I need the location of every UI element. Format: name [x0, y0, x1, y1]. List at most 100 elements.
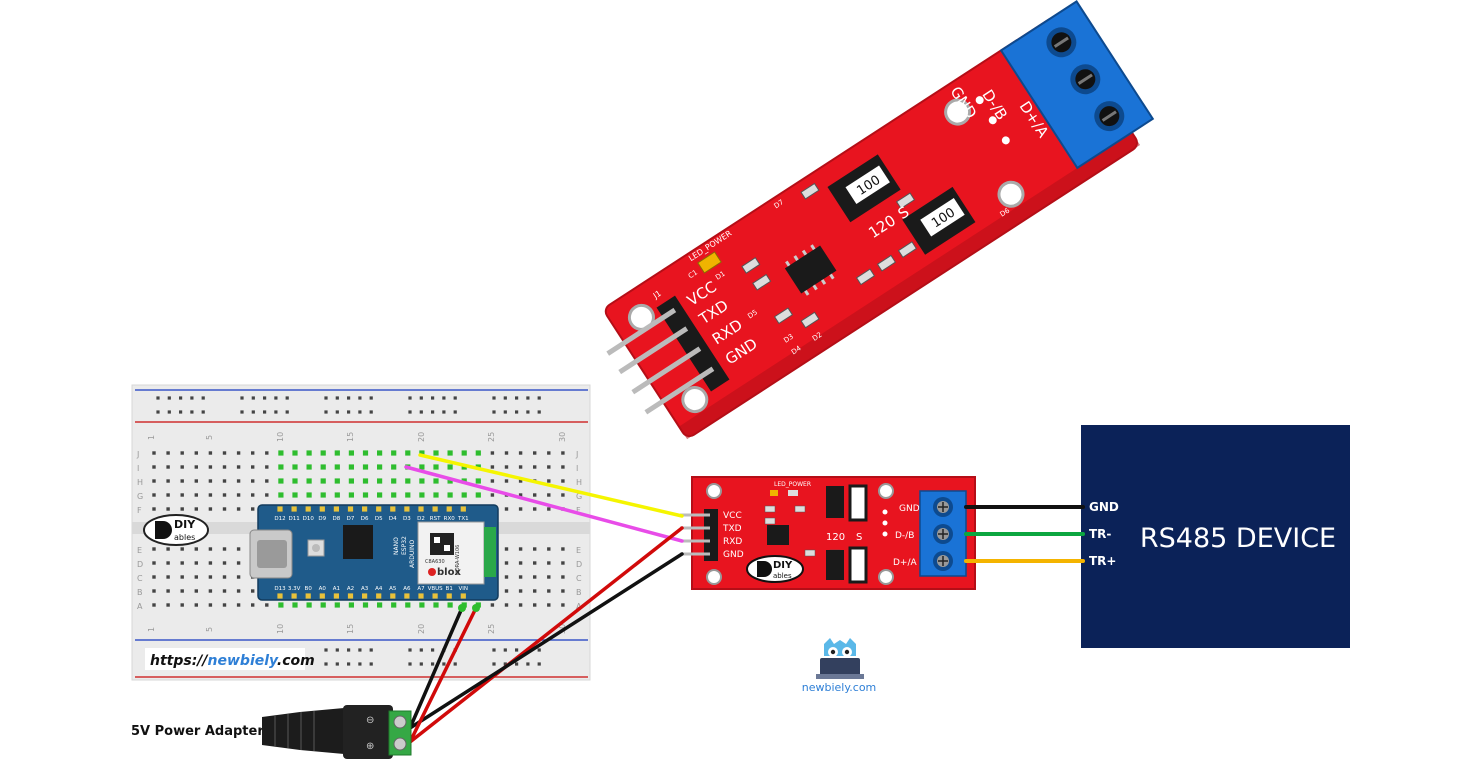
breadboard-hole	[180, 451, 184, 455]
breadboard-hole	[533, 561, 537, 565]
breadboard-hole	[180, 547, 184, 551]
highlight-hole	[348, 492, 354, 498]
row-letters: J I H G F E D C B A J I H G F E D C B A	[136, 450, 582, 611]
rail-hole	[324, 410, 328, 414]
breadboard-hole	[236, 575, 241, 579]
rail-hole	[515, 396, 519, 400]
highlight-hole	[377, 478, 383, 484]
highlight-hole	[348, 450, 354, 456]
url-suffix: .com	[277, 653, 315, 669]
highlight-hole	[377, 602, 383, 608]
row-letter-i: I	[137, 464, 139, 473]
nano-top-pin-label: D11	[288, 516, 299, 522]
rail-hole	[408, 648, 412, 652]
owl-icon	[816, 638, 864, 679]
breadboard-hole	[518, 479, 523, 483]
nano-top-pin-label: D7	[347, 516, 355, 522]
breadboard-hole	[166, 507, 170, 511]
row-letter-d: D	[137, 560, 143, 569]
nano-pin-top	[347, 506, 354, 512]
nano-pin-top	[277, 506, 283, 512]
rs485-module-closeup: VCC TXD RXD GND J1 LED_POWER C1 D1 D2 D3…	[604, 0, 1155, 440]
rail-hole	[167, 410, 171, 414]
device-pin-gnd: GND	[1089, 500, 1119, 514]
breadboard-hole	[208, 603, 213, 607]
breadboard-hole	[518, 547, 523, 551]
nano-bottom-pin-label: A1	[333, 586, 340, 592]
breadboard-hole	[518, 575, 523, 579]
breadboard-hole	[236, 493, 241, 497]
rail-hole	[419, 396, 423, 400]
transceiver-ic	[784, 245, 837, 294]
rail-hole	[201, 396, 205, 400]
rail-hole	[324, 396, 328, 400]
rail-hole	[335, 396, 339, 400]
highlight-hole	[320, 602, 326, 608]
mounting-hole	[706, 569, 722, 585]
rail-hole	[515, 648, 519, 652]
highlight-hole	[419, 492, 425, 498]
breadboard-hole	[236, 547, 241, 551]
breadboard-hole	[208, 575, 213, 579]
breadboard-hole	[265, 465, 269, 469]
breadboard-hole	[208, 507, 213, 511]
row-letter-j-right: J	[575, 450, 578, 459]
breadboard-hole	[208, 465, 213, 469]
breadboard-hole	[561, 493, 565, 497]
nano-pin-bottom	[362, 593, 368, 599]
breadboard-hole	[547, 575, 551, 579]
row-letter-h-right: H	[576, 478, 582, 487]
breadboard-hole	[561, 561, 565, 565]
highlight-hole	[306, 602, 312, 608]
col-number-1-bottom: 1	[147, 627, 156, 632]
breadboard-hole	[166, 465, 170, 469]
nano-pin-top	[376, 506, 382, 512]
rail-hole	[526, 396, 530, 400]
breadboard-hole	[504, 507, 509, 511]
rail-hole	[358, 396, 362, 400]
rail-hole	[324, 662, 328, 666]
newbiely-owl-logo[interactable]: newbiely.com	[802, 638, 877, 694]
highlight-hole	[292, 492, 298, 498]
breadboard-hole	[547, 603, 551, 607]
rail-hole	[526, 662, 530, 666]
nano-top-pin-label: D4	[389, 516, 397, 522]
highlight-hole	[391, 464, 397, 470]
row-letter-d-right: D	[576, 560, 582, 569]
highlight-hole	[278, 464, 284, 470]
breadboard-hole	[518, 603, 523, 607]
rs485-module: VCC TXD RXD GND LED_POWER 120 S GND D-/B…	[680, 476, 976, 590]
highlight-hole	[433, 450, 439, 456]
small-terminal-label-da: D+/A	[893, 558, 918, 568]
col-number-5-bottom: 5	[205, 627, 214, 632]
row-letter-h: H	[137, 478, 143, 487]
breadboard-hole	[222, 465, 227, 469]
rail-hole	[190, 410, 194, 414]
highlight-hole	[475, 492, 481, 498]
rail-hole	[335, 410, 339, 414]
rail-hole	[431, 410, 435, 414]
small-diyables-logo-bottom: ables	[773, 572, 792, 580]
nano-bottom-pin-label: A3	[361, 586, 369, 592]
highlight-hole	[419, 478, 425, 484]
breadboard-hole	[561, 603, 565, 607]
breadboard-hole	[194, 465, 198, 469]
url-badge[interactable]: https://newbiely.com	[145, 648, 315, 670]
breadboard-hole	[152, 603, 156, 607]
breadboard-hole	[194, 589, 198, 593]
col-number-15-bottom: 15	[346, 624, 355, 634]
rail-hole	[251, 410, 255, 414]
row-letter-c-right: C	[576, 574, 582, 583]
small-resistor-suffix: S	[856, 532, 862, 543]
wire-red-vin	[408, 606, 478, 744]
nano-pin-top	[432, 506, 438, 512]
highlight-hole	[306, 478, 312, 484]
arduino-nano-esp32: NANO ESP32 ARDUINO C8A630 blox NORA-W106…	[249, 504, 499, 601]
breadboard-hole	[504, 451, 509, 455]
highlight-hole	[447, 464, 453, 470]
rail-hole	[335, 662, 339, 666]
highlight-hole	[391, 492, 397, 498]
breadboard-hole	[222, 451, 227, 455]
breadboard-hole	[533, 589, 537, 593]
breadboard-hole	[518, 451, 523, 455]
